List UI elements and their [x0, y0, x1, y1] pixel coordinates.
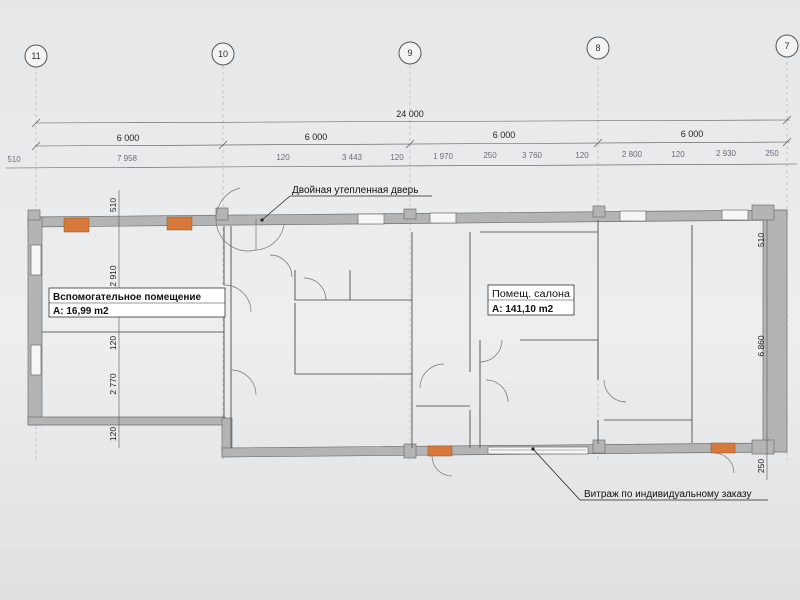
vertical-dim-label: 6 860 [756, 335, 766, 357]
windows [30, 209, 749, 455]
detail-label: 250 [765, 149, 779, 158]
axis-marker-9: 9 [398, 41, 422, 65]
detail-label: 510 [7, 155, 21, 164]
span-dimensions: 6 000 6 000 6 000 6 000 [31, 129, 792, 151]
detail-label: 120 [276, 153, 290, 162]
annotation-vitrage: Витраж по индивидуальному заказу [531, 447, 768, 501]
axis-marker-10: 10 [211, 42, 235, 66]
axis-marker-11: 11 [24, 44, 48, 68]
vertical-dim-label: 2 770 [108, 373, 118, 395]
svg-text:10: 10 [218, 49, 228, 59]
vertical-dim-label: 250 [756, 459, 766, 473]
annotation-door: Двойная утепленная дверь [260, 185, 432, 222]
svg-text:8: 8 [595, 43, 600, 53]
salon-room-area: A: 141,10 m2 [492, 304, 554, 315]
auxiliary-room-name: Вспомогательное помещение [53, 292, 202, 303]
detail-label: 120 [671, 150, 685, 159]
detail-label: 2 930 [716, 149, 737, 158]
vertical-dim-label: 510 [756, 233, 766, 247]
span-label: 6 000 [681, 129, 704, 139]
overall-dimension: 24 000 [31, 109, 792, 128]
span-label: 6 000 [493, 130, 516, 140]
overall-dimension-label: 24 000 [396, 109, 424, 119]
room-label-salon: Помещ. салона A: 141,10 m2 [487, 284, 575, 316]
detail-label: 7 958 [117, 154, 138, 163]
svg-text:7: 7 [784, 41, 789, 51]
right-vertical-dimensions: 510 6 860 250 [756, 220, 768, 480]
detail-label: 2 800 [622, 150, 643, 159]
door-annotation-text: Двойная утепленная дверь [292, 185, 418, 196]
vertical-dim-label: 510 [108, 198, 118, 212]
vertical-dim-label: 2 910 [108, 265, 118, 287]
vitrage-annotation-text: Витраж по индивидуальному заказу [584, 489, 751, 500]
detail-label: 250 [483, 151, 497, 160]
detail-label: 120 [390, 153, 404, 162]
vertical-dim-label: 120 [108, 336, 118, 350]
insulation-blocks [63, 216, 736, 457]
axis-marker-8: 8 [586, 36, 610, 60]
detail-label: 3 443 [342, 153, 363, 162]
vertical-dim-label: 120 [108, 427, 118, 441]
interior-partitions [42, 220, 693, 448]
doors [215, 187, 735, 477]
detail-label: 3 760 [522, 151, 543, 160]
salon-room-name: Помещ. салона [492, 289, 570, 300]
axis-marker-7: 7 [775, 34, 799, 58]
span-label: 6 000 [117, 133, 140, 143]
auxiliary-room-area: A: 16,99 m2 [53, 306, 109, 317]
svg-text:11: 11 [31, 51, 40, 61]
detail-dimensions: 510 7 958 120 3 443 120 1 970 250 3 760 … [5, 149, 798, 169]
span-label: 6 000 [305, 132, 328, 142]
svg-text:9: 9 [407, 48, 412, 58]
detail-label: 120 [575, 151, 589, 160]
room-label-auxiliary: Вспомогательное помещение A: 16,99 m2 [48, 287, 226, 318]
left-vertical-dimensions: 510 2 910 120 2 770 120 [108, 190, 120, 448]
detail-label: 1 970 [433, 152, 454, 161]
